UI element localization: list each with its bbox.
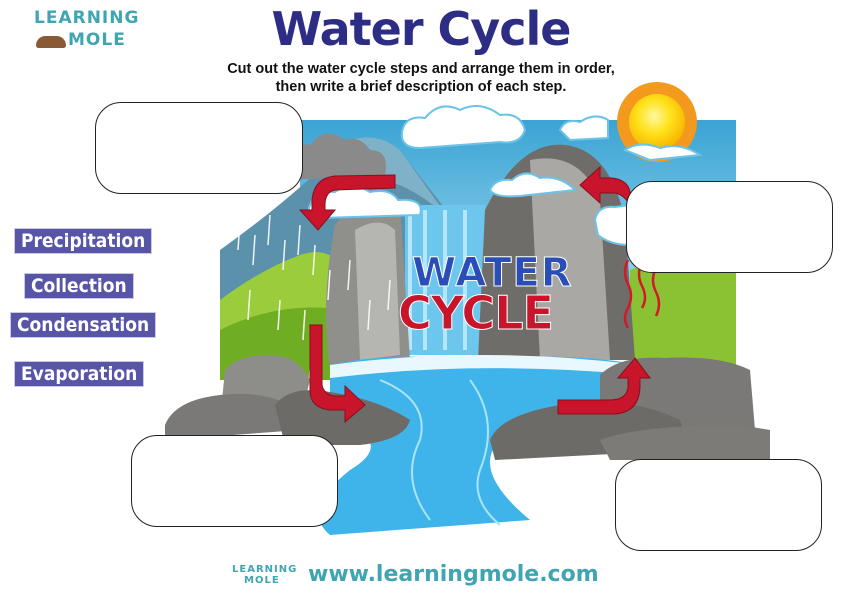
footer-url-link[interactable]: www.learningmole.com [308, 562, 599, 587]
red-arrow-icon [298, 165, 651, 424]
mole-icon [36, 36, 66, 48]
sun-icon [617, 82, 697, 162]
answer-box-bottom-left[interactable] [131, 435, 338, 527]
page-title: Water Cycle [271, 2, 571, 56]
instructions: Cut out the water cycle steps and arrang… [0, 60, 842, 96]
instructions-line-1: Cut out the water cycle steps and arrang… [227, 61, 615, 77]
learning-mole-logo: LEARNING MOLE [34, 8, 138, 52]
answer-box-bottom-right[interactable] [615, 459, 822, 551]
answer-box-top-left[interactable] [95, 102, 303, 194]
step-label-precipitation[interactable]: Precipitation [14, 228, 153, 254]
footer-logo: LEARNING MOLE [232, 564, 297, 586]
step-label-collection[interactable]: Collection [24, 273, 134, 299]
rock-icon [165, 355, 410, 445]
storm-cloud-icon [280, 133, 386, 180]
logo-text-learning: LEARNING [34, 8, 140, 28]
illustration-title-water: WATER [412, 250, 573, 297]
step-label-condensation[interactable]: Condensation [10, 312, 157, 338]
rain-icon [237, 214, 391, 396]
footer-logo-learning: LEARNING [232, 564, 298, 575]
step-label-evaporation[interactable]: Evaporation [14, 361, 145, 387]
illustration-title-cycle: CYCLE [398, 286, 555, 341]
answer-box-top-right[interactable] [626, 181, 833, 273]
instructions-line-2: then write a brief description of each s… [275, 79, 567, 95]
footer-logo-mole: MOLE [244, 575, 280, 586]
logo-text-mole: MOLE [68, 30, 126, 50]
